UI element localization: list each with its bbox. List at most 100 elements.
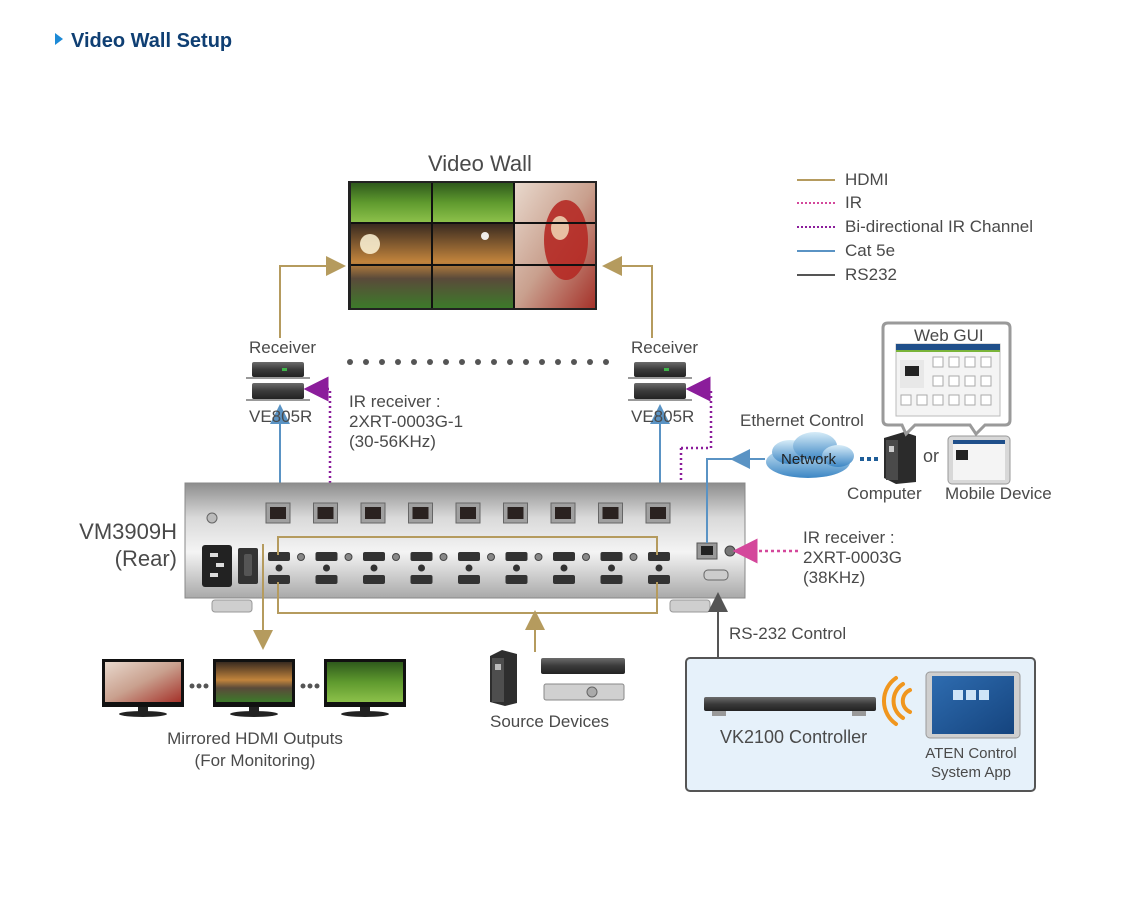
gui-tile <box>948 375 960 387</box>
wireless-icon <box>882 676 912 726</box>
rj45-port-inner <box>317 507 334 519</box>
mirrored-line2: (For Monitoring) <box>194 751 316 770</box>
legend-hdmi: HDMI <box>797 170 888 190</box>
screw-icon <box>275 564 283 572</box>
device-model: VM3909H <box>79 519 177 544</box>
rs232-control-label: RS-232 Control <box>729 624 847 643</box>
rj45-port-inner <box>412 507 429 519</box>
hdmi-port-bottom <box>600 575 623 584</box>
ir-receiver-top-line2: 2XRT-0003G-1 <box>349 412 464 431</box>
web-gui-label: Web GUI <box>914 326 984 345</box>
rj45-port-inner <box>507 507 524 519</box>
hdmi-port-top <box>458 552 480 561</box>
wall-panel <box>433 183 513 222</box>
aten-app-line2: System App <box>930 764 1012 781</box>
vm3909h-chassis <box>184 482 746 613</box>
ir-receiver-right-line1: IR receiver : <box>803 528 895 547</box>
legend-rs232: RS232 <box>797 265 897 285</box>
network-label: Network <box>781 451 837 468</box>
hdmi-port-bottom <box>410 575 433 584</box>
source-devices-label: Source Devices <box>490 712 610 731</box>
legend-swatch-bidir-ir <box>797 226 835 228</box>
ir-jack-small <box>344 553 353 561</box>
rj45-port-inner <box>602 507 619 519</box>
ir-jack-small <box>392 553 400 561</box>
receiver-right-title: Receiver <box>631 338 699 357</box>
gui-tile <box>948 394 960 406</box>
monitor-screen <box>105 662 181 702</box>
hdmi-line-left-wall <box>279 256 346 338</box>
hdmi-ports <box>268 552 670 584</box>
video-wall-label: Video Wall <box>428 151 532 176</box>
ir-jack-small <box>297 553 305 561</box>
screw-icon <box>560 564 568 572</box>
ir-jack <box>724 545 736 557</box>
monitor-screen <box>327 662 403 702</box>
hdmi-port-top <box>553 552 575 561</box>
hdmi-port-bottom <box>648 575 670 584</box>
gui-tile <box>980 375 992 387</box>
legend-ir: IR <box>797 193 862 213</box>
lan-port-inner <box>701 546 713 555</box>
receiver-right-model: VE805R <box>631 407 695 426</box>
legend-swatch-ir <box>797 202 835 204</box>
wall-panel <box>351 183 431 222</box>
screw-icon <box>608 564 615 572</box>
ir-receiver-right-line3: (38KHz) <box>803 568 866 587</box>
or-label: or <box>923 446 940 466</box>
mirrored-outputs-label: Mirrored HDMI Outputs (For Monitoring) <box>140 728 370 772</box>
ethernet-control-label: Ethernet Control <box>740 411 864 430</box>
legend-swatch-cat5e <box>797 250 835 252</box>
monitor-stand <box>230 711 278 717</box>
ellipsis-dots <box>347 359 609 365</box>
hdmi-loop-bottom <box>277 582 658 614</box>
rj45-port-inner <box>270 507 286 519</box>
gui-tile <box>948 356 960 368</box>
ir-receiver-top-line3: (30-56KHz) <box>349 432 436 451</box>
mirrored-line1: Mirrored HDMI Outputs <box>167 729 343 748</box>
monitor-neck <box>249 707 259 712</box>
mirrored-monitors <box>102 659 406 717</box>
rj45-port-inner <box>555 507 571 519</box>
legend-bidir-ir: Bi-directional IR Channel <box>797 217 1033 237</box>
computer-icon <box>884 432 916 484</box>
tablet-app-icon <box>925 671 1021 739</box>
device-side: (Rear) <box>114 546 177 571</box>
gui-tile <box>932 394 944 406</box>
screw-icon <box>323 564 330 572</box>
screw-icon <box>418 564 425 572</box>
bidir-ir-line-right <box>685 376 713 448</box>
hdmi-port-bottom <box>268 575 290 584</box>
receiver-left-model: VE805R <box>249 407 313 426</box>
hdmi-port-bottom <box>553 575 575 584</box>
receiver-left-title: Receiver <box>249 338 317 357</box>
mobile-device-icon <box>947 435 1011 485</box>
legend-label: IR <box>845 193 862 212</box>
computer-label: Computer <box>847 484 922 503</box>
ir-receiver-right-label: IR receiver : 2XRT-0003G (38KHz) <box>803 528 902 588</box>
video-wall <box>348 181 597 310</box>
hdmi-port-top <box>315 552 338 561</box>
page-title-text: Video Wall Setup <box>71 30 233 52</box>
bidir-ir-line-right-down <box>681 446 711 543</box>
legend-swatch-rs232 <box>797 274 835 276</box>
triangle-bullet-icon <box>55 33 63 45</box>
monitor-neck <box>138 707 148 712</box>
legend-swatch-hdmi <box>797 179 835 181</box>
network-cloud-icon <box>766 432 854 478</box>
gui-tile <box>932 356 944 368</box>
gui-tile <box>964 356 976 368</box>
source-devices-icon <box>490 650 625 706</box>
monitor-stand <box>341 711 389 717</box>
hdmi-port-top <box>268 552 290 561</box>
receiver-left-device <box>246 362 310 401</box>
gui-tile <box>980 356 992 368</box>
hdmi-port-top <box>363 552 385 561</box>
gui-tile <box>916 394 928 406</box>
ir-jack-small <box>582 553 590 561</box>
gui-tile <box>932 375 944 387</box>
hdmi-port-top <box>648 552 670 561</box>
page-title: Video Wall Setup <box>55 30 232 53</box>
gui-tile <box>964 375 976 387</box>
